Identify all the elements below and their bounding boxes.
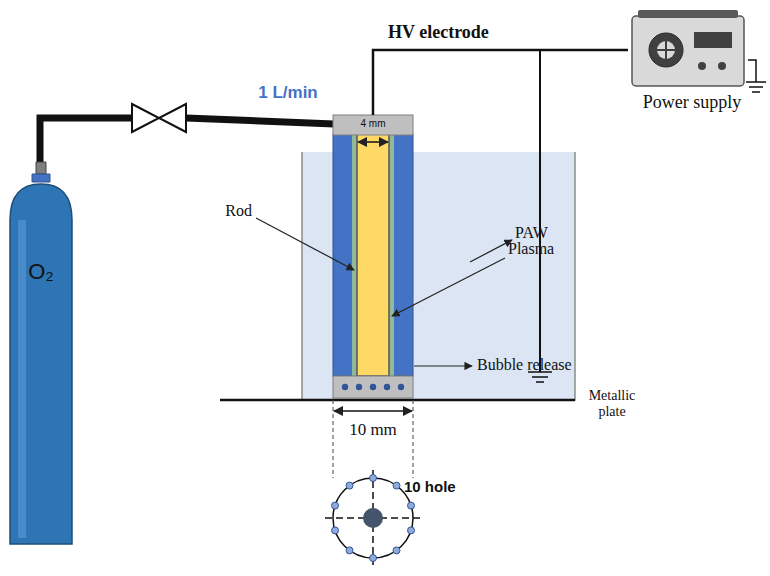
diffuser-hole: [393, 482, 400, 489]
bubble-hole: [342, 384, 348, 390]
rod-section: [363, 508, 383, 528]
gas-pipe: [40, 118, 132, 172]
ground-symbol: [528, 372, 552, 382]
reactor-tube: [333, 134, 413, 376]
ground-wire: [539, 50, 541, 372]
top-cap: [333, 115, 413, 135]
part-label: Plasma: [508, 240, 554, 258]
bubble-diffuser: [333, 376, 413, 398]
plasma-region: [352, 134, 394, 376]
metallic-plate: [220, 399, 575, 402]
leader-line: [256, 218, 354, 270]
diffuser-hole: [408, 502, 415, 509]
flow-rate: 1 L/min: [258, 83, 318, 103]
diffuser-plan: [333, 478, 413, 558]
valve-symbol: [132, 104, 186, 132]
power-supply: Power supply: [622, 2, 762, 118]
dimension-guide: [413, 400, 414, 478]
bubble-hole: [356, 384, 362, 390]
ground-wire: [748, 60, 756, 82]
rod: [357, 134, 389, 376]
dimension-label: 4 mm: [360, 118, 387, 130]
part-label: Bubble release: [477, 356, 572, 374]
node-label: O₂: [28, 259, 54, 285]
hv-wire: [373, 50, 628, 115]
diffuser-hole: [408, 527, 415, 534]
electrode-label: HV electrode: [388, 22, 489, 43]
diffuser-holes: [332, 475, 415, 562]
leader-line: [392, 258, 505, 316]
node-label: Power supply: [643, 92, 742, 113]
bubble-hole: [398, 384, 404, 390]
bubble-hole: [384, 384, 390, 390]
ground-symbol: [746, 82, 766, 92]
diffuser-hole: [393, 547, 400, 554]
dimension-guide: [333, 400, 334, 478]
part-label: Rod: [225, 202, 252, 220]
gas-cylinder-shape: [6, 160, 76, 548]
part-label: Metallic plate: [580, 388, 644, 420]
diffuser-hole: [332, 502, 339, 509]
gas-cylinder: O₂: [6, 160, 76, 548]
gas-pipe: [186, 118, 334, 124]
bubble-hole: [370, 384, 376, 390]
dimension-arrow: [334, 410, 412, 412]
leader-line: [414, 365, 472, 366]
hole-count: 10 hole: [404, 478, 456, 495]
diffuser-hole: [332, 527, 339, 534]
bubble-holes: [342, 384, 404, 390]
diffuser-hole: [346, 482, 353, 489]
leader-line: [470, 240, 512, 262]
diffuser-hole: [346, 547, 353, 554]
diffuser-hole: [370, 475, 377, 482]
dimension-arrow: [358, 141, 388, 143]
diffuser-hole: [370, 555, 377, 562]
part-label: PAW: [515, 224, 548, 242]
dimension-label: 10 mm: [349, 420, 397, 440]
